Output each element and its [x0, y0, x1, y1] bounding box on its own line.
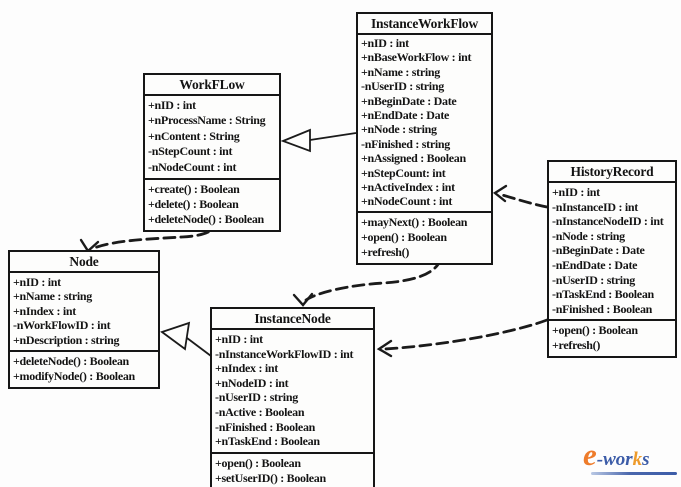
attribute-row: +nEndDate : Date: [361, 108, 450, 123]
attribute-row: +nActiveIndex : int: [361, 180, 455, 195]
method-row: +deleteNode() : Boolean: [148, 212, 264, 227]
attribute-row: -nInstanceNodeID : int: [552, 214, 664, 229]
attribute-row: +nStepCount: int: [361, 165, 446, 180]
attribute-row: +nBaseWorkFlow : int: [361, 50, 472, 65]
logo-underline: [591, 472, 677, 475]
attribute-row: -nUserID : string: [361, 79, 444, 94]
class-historyrecord-attributes: +nID : int-nInstanceID : int-nInstanceNo…: [549, 183, 675, 322]
method-row: +open() : Boolean: [361, 229, 447, 244]
attribute-row: +nIndex : int: [215, 361, 278, 376]
class-workflow-title: WorkFLow: [145, 75, 279, 96]
attribute-row: +nID : int: [13, 275, 61, 289]
attribute-row: +nContent : String: [148, 128, 240, 143]
attribute-row: +nNode : string: [361, 122, 437, 137]
attribute-row: +nNodeCount : int: [361, 194, 453, 209]
attribute-row: -nUserID : string: [215, 390, 298, 405]
attribute-row: +nID : int: [361, 36, 409, 50]
class-node-attributes: +nID : int+nName : string+nIndex : int-n…: [10, 273, 158, 353]
class-instancenode-attributes: +nID : int-nInstanceWorkFlowID : int+nIn…: [212, 330, 373, 454]
method-row: +refresh(): [361, 244, 410, 259]
attribute-row: -nFinished : Boolean: [552, 301, 653, 316]
method-row: +delete() : Boolean: [148, 197, 239, 212]
method-row: +setUserID() : Boolean: [215, 470, 326, 485]
logo-letter-e: e: [583, 437, 597, 472]
class-instanceworkflow-attributes: +nID : int+nBaseWorkFlow : int+nName : s…: [358, 35, 491, 213]
attribute-row: -nEndDate : Date: [552, 257, 638, 272]
connector-instanceworkflow-to-workflow: [280, 128, 357, 153]
attribute-row: +nID : int: [552, 185, 600, 199]
attribute-row: +nName : string: [13, 289, 92, 304]
attribute-row: -nWorkFlowID : int: [13, 318, 111, 333]
method-row: +refresh(): [552, 338, 601, 353]
method-row: +open() : Boolean: [215, 455, 301, 470]
method-row: +modifyNode() : Boolean: [13, 369, 135, 384]
attribute-row: -nNodeCount : int: [148, 159, 237, 174]
class-instancenode-methods: +open() : Boolean+setUserID() : Boolean: [212, 454, 373, 487]
class-node-title: Node: [10, 252, 158, 273]
attribute-row: -nFinished : Boolean: [215, 419, 316, 434]
eworks-logo-text: e-works: [583, 437, 677, 472]
attribute-row: -nInstanceID : int: [552, 199, 638, 214]
class-instancenode: InstanceNode +nID : int-nInstanceWorkFlo…: [210, 307, 375, 487]
class-historyrecord-methods: +open() : Boolean+refresh(): [549, 321, 675, 356]
attribute-row: -nBeginDate : Date: [552, 243, 645, 258]
attribute-row: +nProcessName : String: [148, 113, 266, 128]
attribute-row: -nUserID : string: [552, 272, 635, 287]
method-row: +deleteNode() : Boolean: [13, 354, 129, 369]
class-historyrecord: HistoryRecord +nID : int-nInstanceID : i…: [547, 160, 677, 359]
method-row: +open() : Boolean: [552, 323, 638, 338]
class-workflow-attributes: +nID : int+nProcessName : String+nConten…: [145, 96, 279, 181]
class-instanceworkflow-title: InstanceWorkFlow: [358, 14, 491, 35]
attribute-row: +nID : int: [215, 332, 263, 346]
attribute-row: -nTaskEnd : Boolean: [552, 287, 654, 302]
attribute-row: -nActive : Boolean: [215, 404, 305, 419]
attribute-row: +nNodeID : int: [215, 375, 289, 390]
class-instanceworkflow-methods: +mayNext() : Boolean+open() : Boolean+re…: [358, 213, 491, 263]
connector-instancenode-to-node: [160, 321, 212, 357]
connector-historyrecord-to-instancenode: [376, 318, 549, 358]
attribute-row: +nIndex : int: [13, 303, 76, 318]
attribute-row: -nInstanceWorkFlowID : int: [215, 346, 354, 361]
attribute-row: +nName : string: [361, 64, 440, 79]
attribute-row: -nFinished : string: [361, 136, 450, 151]
attribute-row: +nID : int: [148, 98, 196, 112]
attribute-row: -nNode : string: [552, 228, 625, 243]
connector-instanceworkflow-to-instancenode: [292, 257, 443, 307]
class-historyrecord-title: HistoryRecord: [549, 162, 675, 183]
logo-letter-k: k: [632, 449, 643, 470]
logo-word-wor: -wor: [596, 449, 633, 470]
class-workflow-methods: +create() : Boolean+delete() : Boolean+d…: [145, 180, 279, 230]
logo-letter-s: s: [642, 449, 650, 470]
class-workflow: WorkFLow +nID : int+nProcessName : Strin…: [143, 73, 281, 233]
attribute-row: +nAssigned : Boolean: [361, 151, 466, 166]
connector-historyrecord-to-instanceworkflow: [492, 184, 549, 209]
class-node-methods: +deleteNode() : Boolean+modifyNode() : B…: [10, 352, 158, 387]
method-row: +mayNext() : Boolean: [361, 214, 468, 229]
attribute-row: +nBeginDate : Date: [361, 93, 457, 108]
eworks-logo: e-works: [583, 437, 677, 480]
class-node: Node +nID : int+nName : string+nIndex : …: [8, 250, 160, 390]
attribute-row: -nStepCount : int: [148, 144, 233, 159]
class-instanceworkflow: InstanceWorkFlow +nID : int+nBaseWorkFlo…: [356, 12, 493, 265]
class-instancenode-title: InstanceNode: [212, 309, 373, 330]
attribute-row: +nDescription : string: [13, 332, 120, 347]
attribute-row: +nTaskEnd : Boolean: [215, 434, 320, 449]
method-row: +create() : Boolean: [148, 182, 240, 197]
